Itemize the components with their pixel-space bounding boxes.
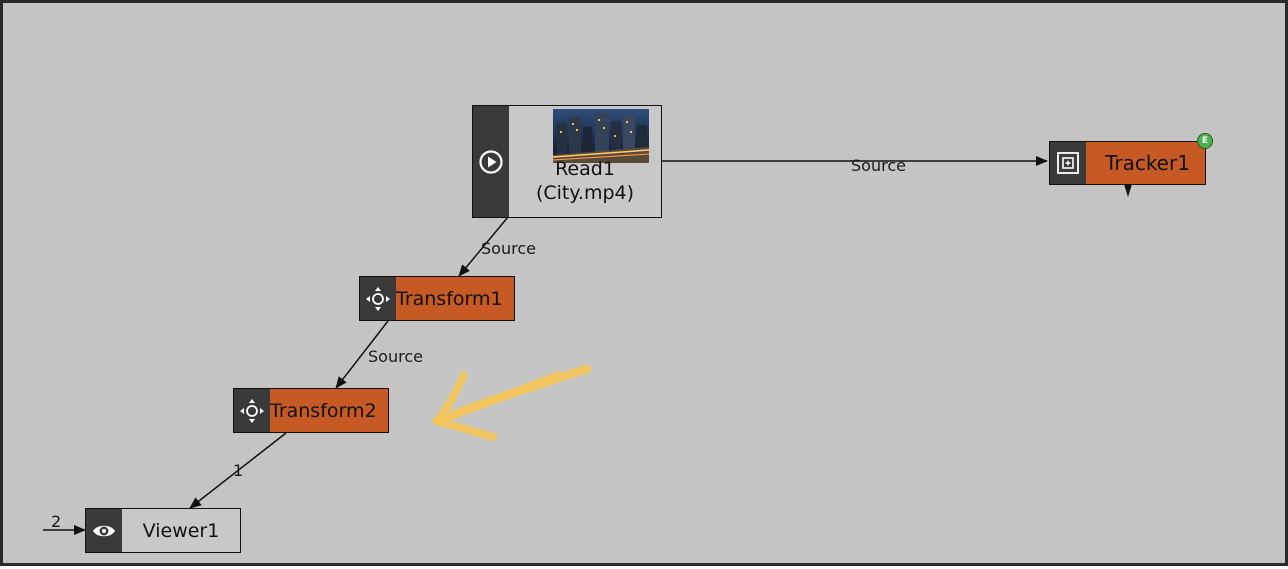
node-graph-edges xyxy=(43,156,1132,535)
read-node-name: Read1 xyxy=(555,157,615,180)
viewer-node-body[interactable]: Viewer1 xyxy=(122,509,240,552)
transform1-node-body[interactable]: Transform1 xyxy=(396,277,514,320)
transform2-node-name: Transform2 xyxy=(270,399,377,422)
eye-icon xyxy=(93,525,115,536)
read-node-file: (City.mp4) xyxy=(535,181,635,204)
read-node-icon-box[interactable] xyxy=(473,106,509,217)
read-node-body[interactable]: Read1 (City.mp4) xyxy=(509,106,661,217)
edge-transform1-to-transform2[interactable] xyxy=(335,320,389,389)
transform1-node-icon-box[interactable] xyxy=(360,277,396,320)
tracker-node-icon-box[interactable] xyxy=(1050,142,1086,184)
edge-label-transform2-to-viewer: 1 xyxy=(233,461,244,480)
transform1-node-name: Transform1 xyxy=(396,287,503,310)
tracker-output-tip xyxy=(1124,184,1132,197)
transform2-node[interactable]: Transform2 xyxy=(233,388,389,433)
play-icon xyxy=(479,149,503,174)
tracker-node-name: Tracker1 xyxy=(1105,151,1190,175)
move-crosshair-icon xyxy=(240,398,264,423)
transform2-node-body[interactable]: Transform2 xyxy=(270,389,388,432)
edge-label-transform1-to-transform2: Source xyxy=(368,347,423,366)
edge-label-viewer-input: 2 xyxy=(51,512,62,531)
tracker-enabled-badge-text: E xyxy=(1201,136,1209,146)
read-node-label: Read1 (City.mp4) xyxy=(536,157,634,205)
edge-read-to-transform1[interactable] xyxy=(458,216,509,277)
tracker-target-icon xyxy=(1057,152,1079,174)
tracker-enabled-badge: E xyxy=(1197,133,1213,149)
tracker-node[interactable]: Tracker1 E xyxy=(1049,133,1213,185)
viewer-node-icon-box[interactable] xyxy=(86,509,122,552)
viewer-node[interactable]: Viewer1 xyxy=(85,508,241,553)
read-thumbnail xyxy=(553,109,649,163)
edge-transform2-to-viewer[interactable] xyxy=(189,432,287,509)
tracker-node-body[interactable]: Tracker1 xyxy=(1086,142,1205,184)
read-node[interactable]: Read1 (City.mp4) xyxy=(472,105,662,218)
viewer-node-name: Viewer1 xyxy=(142,519,220,542)
move-crosshair-icon xyxy=(366,286,390,311)
transform2-node-icon-box[interactable] xyxy=(234,389,270,432)
transform1-node[interactable]: Transform1 xyxy=(359,276,515,321)
annotation-arrow xyxy=(432,364,592,441)
edge-label-read-to-transform1: Source xyxy=(481,239,536,258)
edge-label-read-to-tracker: Source xyxy=(851,156,906,175)
